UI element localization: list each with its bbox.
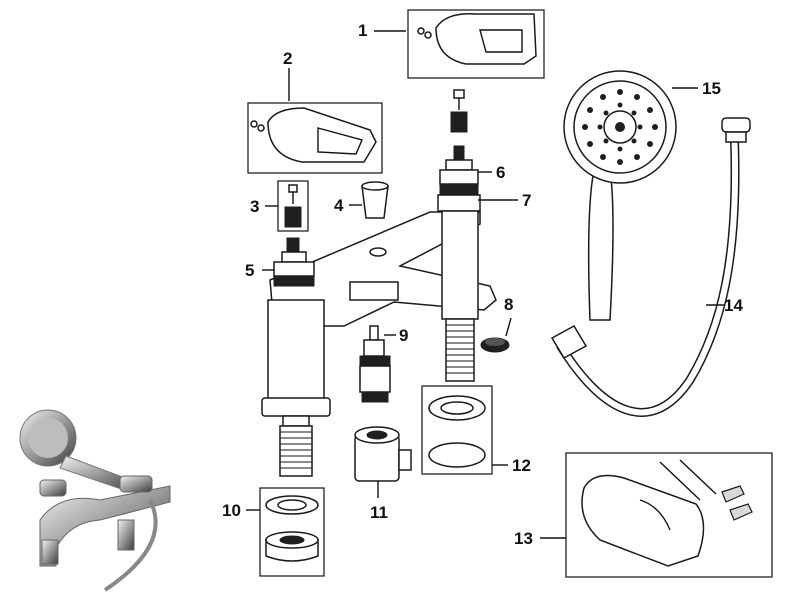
part-12-washers (421, 385, 493, 475)
part-7-deck-hole (369, 247, 387, 257)
part-2-handle-slot (317, 127, 363, 155)
part-13-plug-a (721, 485, 745, 503)
part-1-screw-dot (417, 27, 425, 35)
part-14-shower-hose (550, 117, 751, 417)
part-4-cap-body (361, 185, 389, 219)
part-12-washer-b (428, 442, 486, 468)
callout-label-9: 9 (399, 326, 408, 345)
part-4-cap-top (361, 181, 389, 191)
callout-label-5: 5 (245, 261, 254, 280)
part-2-screw-dot (250, 120, 258, 128)
part-6-cartridge-valve (439, 89, 479, 195)
part-12-washer-a-hole (440, 401, 474, 415)
product-photo-bath-shower-mixer (19, 409, 171, 592)
part-8-aerator-top (485, 338, 505, 346)
part-5-collar (281, 251, 307, 263)
photo-right-pillar (117, 519, 135, 551)
right-thread-shank (445, 318, 475, 382)
part-9-ring (359, 355, 391, 367)
part-9-lower-body (359, 365, 391, 393)
callout-label-14: 14 (724, 296, 743, 315)
part-10-washer-nut (259, 487, 325, 577)
part-13-screw-b (679, 459, 717, 495)
part-8-aerator (480, 337, 510, 353)
part-2-handle-shape (267, 107, 377, 163)
part-13-wall-bracket (565, 452, 773, 578)
part-1-handle-shape (435, 13, 537, 65)
part-9-base (361, 391, 389, 403)
photo-left-lever (39, 479, 67, 497)
left-pillar-body (267, 299, 325, 401)
part-10-nut-hole (279, 535, 305, 545)
photo-right-lever (119, 475, 153, 493)
left-pillar (261, 299, 331, 477)
part-1-lever-handle (407, 9, 545, 79)
part-5-spindle (286, 237, 300, 253)
photo-left-pillar (41, 539, 59, 565)
part-15-shower-handset (563, 70, 677, 321)
photo-mixer-body (39, 485, 171, 567)
part-6-adapter (450, 111, 468, 133)
callout-label-2: 2 (283, 49, 292, 68)
part-14-hose-nut (550, 324, 588, 360)
callout-label-1: 1 (358, 21, 367, 40)
part-7-right-pillar-top (437, 194, 481, 212)
part-9-upper-body (363, 339, 385, 357)
left-pillar-base (261, 397, 331, 417)
callout-label-4: 4 (334, 196, 344, 215)
part-2-screw-dot (257, 124, 265, 132)
part-9-diverter-cartridge (359, 325, 391, 403)
part-10-washer-hole (277, 499, 307, 511)
part-14-hose-ferrule (725, 131, 747, 143)
part-1-screw-dot (424, 31, 432, 39)
part-13-bracket-body (581, 474, 705, 567)
part-11-elbow-connector (354, 426, 412, 482)
part-5-body (273, 261, 315, 277)
part-6-collar (445, 159, 473, 171)
part-11-top-hole (366, 430, 388, 440)
part-13-plug-b (729, 503, 753, 521)
part-5-cartridge-valve (273, 237, 315, 287)
part-15-handle (587, 169, 614, 321)
callout-label-13: 13 (514, 529, 533, 548)
leader-line-8 (505, 317, 512, 337)
callout-label-10: 10 (222, 501, 241, 520)
right-pillar-thread (445, 318, 475, 382)
part-4-cap (361, 181, 389, 219)
part-15-spray-holes (582, 89, 658, 165)
callout-label-8: 8 (504, 295, 513, 314)
callout-label-6: 6 (496, 163, 505, 182)
callout-label-3: 3 (250, 197, 259, 216)
part-13-screw-a (659, 461, 701, 501)
part-1-handle-slot (479, 29, 523, 53)
callout-label-7: 7 (522, 191, 531, 210)
part-3-adapter (284, 206, 302, 228)
part-5-base-ring (273, 275, 315, 287)
part-11-outlet (398, 449, 412, 471)
callout-label-12: 12 (512, 456, 531, 475)
part-7-right-pillar (441, 210, 479, 320)
part-6-screw-head (453, 89, 465, 99)
part-3-screw-head (288, 184, 298, 193)
photo-hose (103, 499, 158, 592)
photo-shower-face (28, 418, 68, 458)
callout-label-11: 11 (370, 503, 388, 522)
part-9-spindle (369, 325, 379, 341)
part-6-spindle (453, 145, 465, 161)
part-3-screw-adapter (277, 180, 309, 232)
part-13-bracket-ridge (639, 499, 671, 531)
part-14-hose-fill (557, 127, 739, 416)
part-14-hose-cone-end (721, 117, 751, 133)
part-2-lever-handle (247, 102, 383, 174)
part-7-tap-body (269, 194, 497, 327)
part-7-spout-base (349, 281, 399, 301)
callout-label-15: 15 (702, 79, 721, 98)
part-6-body (439, 169, 479, 185)
left-pillar-neck (282, 415, 310, 427)
part-6-base-ring (439, 183, 479, 195)
